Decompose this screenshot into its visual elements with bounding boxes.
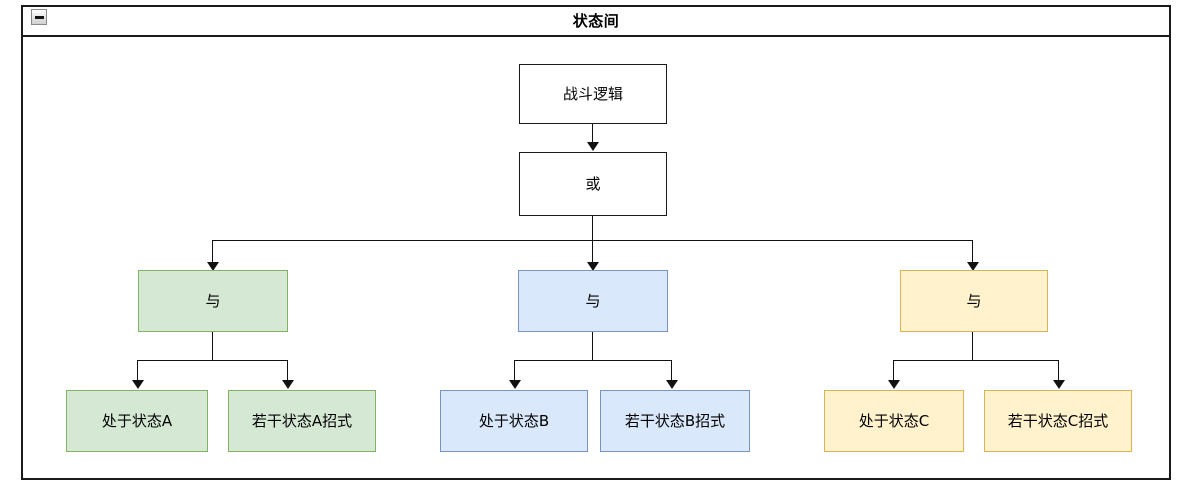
leaf-blue-moves-label: 若干状态B招式 (624, 411, 726, 430)
node-or[interactable]: 或 (519, 152, 667, 216)
edge-yellow-bus (893, 360, 1058, 361)
minimize-icon[interactable] (31, 9, 47, 25)
page-title: 状态间 (572, 11, 620, 30)
edge-or-drop-2 (592, 240, 593, 265)
arrowhead-green-leaf-2 (281, 380, 294, 389)
edge-yellow-drop-2 (1058, 360, 1059, 382)
leaf-blue-state[interactable]: 处于状态B (440, 390, 588, 452)
edge-blue-drop-2 (671, 360, 672, 382)
leaf-green-moves-label: 若干状态A招式 (251, 411, 353, 430)
edge-or-drop-3 (972, 240, 973, 265)
arrowhead-yellow-leaf-1 (887, 380, 900, 389)
edge-blue-bus (514, 360, 671, 361)
edge-green-trunk (212, 332, 213, 360)
edge-green-drop-1 (137, 360, 138, 382)
leaf-yellow-moves-label: 若干状态C招式 (1007, 411, 1109, 430)
node-or-label: 或 (585, 174, 601, 193)
arrowhead-root-to-or (586, 142, 599, 151)
edge-green-bus (137, 360, 287, 361)
leaf-yellow-state[interactable]: 处于状态C (824, 390, 964, 452)
edge-or-drop-1 (212, 240, 213, 265)
arrowhead-blue-leaf-2 (665, 380, 678, 389)
edge-yellow-trunk (972, 332, 973, 360)
node-and-green[interactable]: 与 (138, 270, 288, 332)
leaf-yellow-moves[interactable]: 若干状态C招式 (984, 390, 1132, 452)
leaf-blue-moves[interactable]: 若干状态B招式 (600, 390, 750, 452)
minimize-glyph (34, 15, 44, 19)
arrowhead-or-to-branch-1 (206, 262, 219, 271)
node-root-label: 战斗逻辑 (562, 84, 623, 103)
node-and-blue[interactable]: 与 (518, 270, 668, 332)
edge-yellow-drop-1 (893, 360, 894, 382)
leaf-green-moves[interactable]: 若干状态A招式 (228, 390, 376, 452)
arrowhead-yellow-leaf-2 (1052, 380, 1065, 389)
edge-blue-trunk (592, 332, 593, 360)
node-and-green-label: 与 (205, 291, 221, 310)
node-and-yellow[interactable]: 与 (900, 270, 1048, 332)
leaf-yellow-state-label: 处于状态C (858, 411, 930, 430)
node-root[interactable]: 战斗逻辑 (519, 64, 667, 124)
arrowhead-or-to-branch-2 (586, 262, 599, 271)
arrowhead-green-leaf-1 (131, 380, 144, 389)
node-and-blue-label: 与 (585, 291, 601, 310)
edge-root-to-or (592, 124, 593, 146)
leaf-blue-state-label: 处于状态B (478, 411, 550, 430)
state-container-title-bar: 状态间 (21, 5, 1171, 37)
edge-or-trunk (592, 216, 593, 240)
leaf-green-state-label: 处于状态A (101, 411, 173, 430)
arrowhead-blue-leaf-1 (508, 380, 521, 389)
node-and-yellow-label: 与 (966, 291, 982, 310)
leaf-green-state[interactable]: 处于状态A (66, 390, 208, 452)
edge-blue-drop-1 (514, 360, 515, 382)
edge-green-drop-2 (287, 360, 288, 382)
arrowhead-or-to-branch-3 (966, 262, 979, 271)
